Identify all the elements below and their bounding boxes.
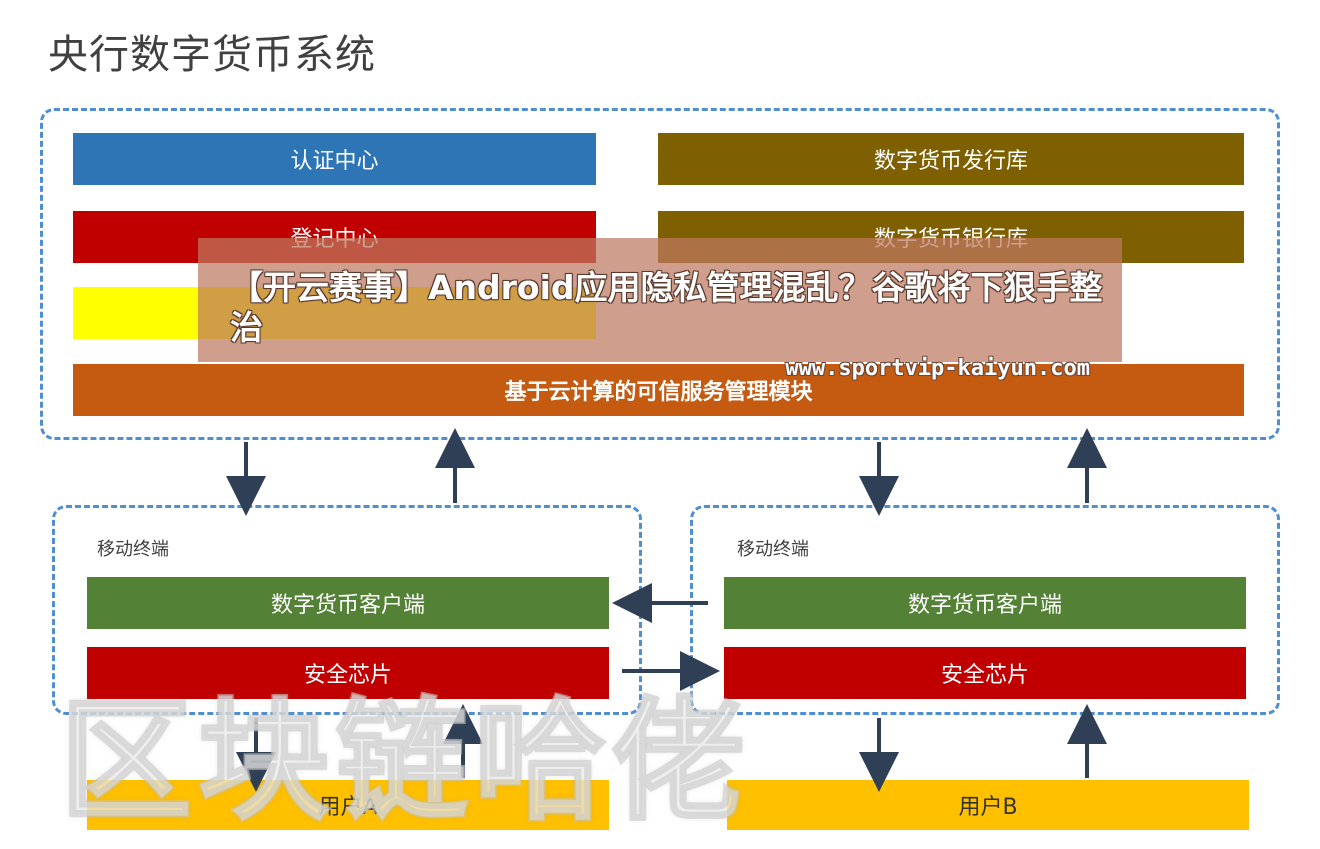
auth-center-block: 认证中心 [73,133,596,185]
trusted-service-module-block: 基于云计算的可信服务管理模块 [73,364,1244,416]
diagram-title: 央行数字货币系统 [48,32,376,78]
user-a-block: 用户A [87,780,609,830]
watermark-text: 区块链哈佬 [59,684,750,841]
chip-a-block: 安全芯片 [87,647,609,699]
chip-b-label: 安全芯片 [940,663,1029,688]
issuance-vault-block: 数字货币发行库 [658,133,1244,185]
auth-center-label: 认证中心 [290,149,379,174]
client-b-block: 数字货币客户端 [724,577,1246,629]
mobile-terminal-b-label: 移动终端 [737,539,809,560]
trusted-service-module-label: 基于云计算的可信服务管理模块 [504,380,813,405]
user-b-label: 用户B [958,795,1018,820]
client-a-block: 数字货币客户端 [87,577,609,629]
user-a-label: 用户A [318,795,378,820]
chip-a-label: 安全芯片 [303,663,392,688]
site-url-text: www.sportvip-kaiyun.com [785,356,1090,381]
mobile-terminal-a-label: 移动终端 [97,539,169,560]
central-bank-system-box [40,108,1280,440]
issuance-vault-label: 数字货币发行库 [873,149,1028,174]
client-a-label: 数字货币客户端 [270,593,425,618]
news-overlay-banner [198,238,1122,362]
news-headline: 【开云赛事】Android应用隐私管理混乱？谷歌将下狠手整治 [230,268,1103,347]
client-b-label: 数字货币客户端 [907,593,1062,618]
mobile-terminal-b-box [690,505,1280,715]
user-b-block: 用户B [727,780,1249,830]
chip-b-block: 安全芯片 [724,647,1246,699]
